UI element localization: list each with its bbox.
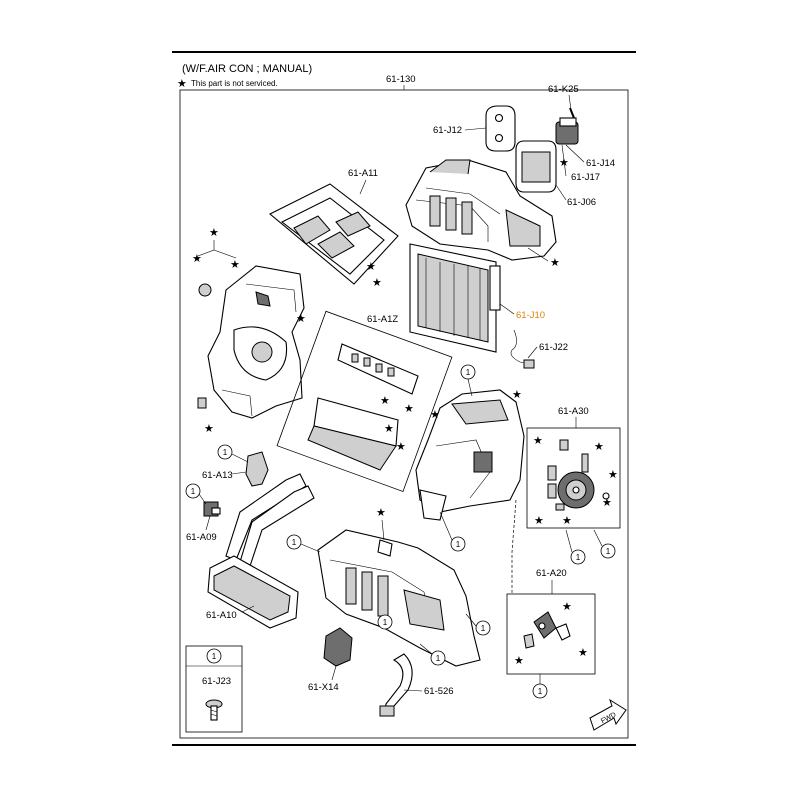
star-a30-f: ★	[562, 515, 572, 527]
label-x14: 61-X14	[308, 682, 339, 693]
star-a20-a: ★	[562, 601, 572, 613]
label-526: 61-526	[424, 686, 454, 697]
star-a30-a: ★	[533, 435, 543, 447]
label-j10[interactable]: 61-J10	[516, 310, 545, 321]
ref-circle-4: 1	[450, 536, 466, 552]
star-a1z-a: ★	[380, 395, 390, 407]
ref-circle-7: 1	[600, 543, 616, 559]
main-assembly-label: 61-130	[386, 74, 416, 85]
part-j10-evaporator[interactable]	[409, 243, 501, 353]
star-lower-case: ★	[376, 507, 386, 519]
ref-circle-j23: 1	[206, 648, 222, 664]
star-left-a: ★	[192, 253, 202, 265]
ref-circle-2: 1	[217, 444, 233, 460]
ref-circle-9: 1	[377, 614, 393, 630]
star-a30-e: ★	[534, 515, 544, 527]
part-526-drain-hose[interactable]	[379, 653, 413, 717]
a20-frame	[506, 593, 596, 675]
diagram-title: (W/F.AIR CON ; MANUAL)	[182, 63, 312, 75]
part-j06-gasket[interactable]	[515, 140, 557, 193]
svg-text:1: 1	[481, 624, 486, 633]
part-left-blower-case[interactable]	[197, 265, 305, 419]
part-a11-filter[interactable]	[269, 183, 399, 285]
star-right-case: ★	[430, 409, 440, 421]
part-a1z-dampers[interactable]	[307, 343, 419, 471]
ref-circle-3: 1	[185, 483, 201, 499]
label-a20: 61-A20	[536, 568, 567, 579]
ref-circle-5: 1	[286, 534, 302, 550]
label-k25: 61-K25	[548, 84, 579, 95]
label-j06: 61-J06	[567, 197, 596, 208]
part-upper-case[interactable]	[405, 159, 557, 261]
star-left-top: ★	[209, 227, 219, 239]
label-a30: 61-A30	[558, 406, 589, 417]
a30-frame	[526, 427, 621, 529]
star-note-text: This part is not serviced.	[191, 79, 278, 88]
forward-arrow-icon: FWD	[589, 698, 627, 731]
label-j17: 61-J17	[571, 172, 600, 183]
label-j22: 61-J22	[539, 342, 568, 353]
star-a11-a: ★	[366, 261, 376, 273]
label-j23: 61-J23	[202, 676, 231, 687]
svg-text:1: 1	[436, 654, 441, 663]
star-a30-b: ★	[594, 441, 604, 453]
star-left-side: ★	[296, 313, 306, 325]
svg-text:1: 1	[223, 448, 228, 457]
ref-circle-10: 1	[430, 650, 446, 666]
star-left-b: ★	[230, 259, 240, 271]
part-x14-connector[interactable]	[323, 627, 353, 667]
part-j23-screw[interactable]	[205, 699, 223, 721]
ref-circle-1: 1	[460, 364, 476, 380]
star-a1z-c: ★	[384, 423, 394, 435]
part-a20-linkage[interactable]	[523, 611, 571, 649]
part-j12-cover[interactable]	[485, 105, 516, 152]
star-a20-b: ★	[578, 647, 588, 659]
label-a09: 61-A09	[186, 532, 217, 543]
part-lower-case[interactable]	[317, 529, 481, 667]
j23-frame	[185, 645, 243, 733]
svg-text:1: 1	[576, 553, 581, 562]
star-a1z-b: ★	[404, 403, 414, 415]
part-j22-sensor[interactable]	[510, 329, 535, 369]
svg-text:1: 1	[538, 687, 543, 696]
ref-circle-8: 1	[475, 620, 491, 636]
star-a30-d: ★	[602, 497, 612, 509]
star-upper-case: ★	[550, 257, 560, 269]
star-note-symbol: ★	[177, 78, 187, 90]
label-a13: 61-A13	[202, 470, 233, 481]
label-j14: 61-J14	[586, 158, 615, 169]
label-a10: 61-A10	[206, 610, 237, 621]
svg-text:1: 1	[466, 368, 471, 377]
part-right-heater-case[interactable]	[415, 389, 525, 521]
label-a11: 61-A11	[348, 168, 378, 179]
a1z-frame	[276, 310, 453, 493]
star-a11-b: ★	[372, 277, 382, 289]
part-a09-servo[interactable]	[203, 501, 221, 517]
svg-text:1: 1	[292, 538, 297, 547]
label-a1z: 61-A1Z	[367, 314, 398, 325]
part-a30-motor[interactable]	[547, 439, 610, 511]
part-k25-actuator[interactable]	[555, 107, 579, 145]
star-right-case-top: ★	[512, 389, 522, 401]
svg-text:1: 1	[212, 652, 217, 661]
part-a13-bracket[interactable]	[245, 451, 269, 487]
svg-text:1: 1	[383, 618, 388, 627]
part-a10-heater-core[interactable]	[207, 473, 315, 629]
svg-text:1: 1	[191, 487, 196, 496]
svg-text:1: 1	[456, 540, 461, 549]
part-left-grommet[interactable]	[198, 283, 212, 297]
star-a1z-d: ★	[396, 441, 406, 453]
star-a30-c: ★	[608, 469, 618, 481]
star-a20-c: ★	[514, 655, 524, 667]
svg-text:1: 1	[606, 547, 611, 556]
star-left-bottom: ★	[204, 423, 214, 435]
label-j12: 61-J12	[433, 125, 462, 136]
star-j14: ★	[559, 157, 569, 169]
ref-circle-11: 1	[532, 683, 548, 699]
ref-circle-6: 1	[570, 549, 586, 565]
